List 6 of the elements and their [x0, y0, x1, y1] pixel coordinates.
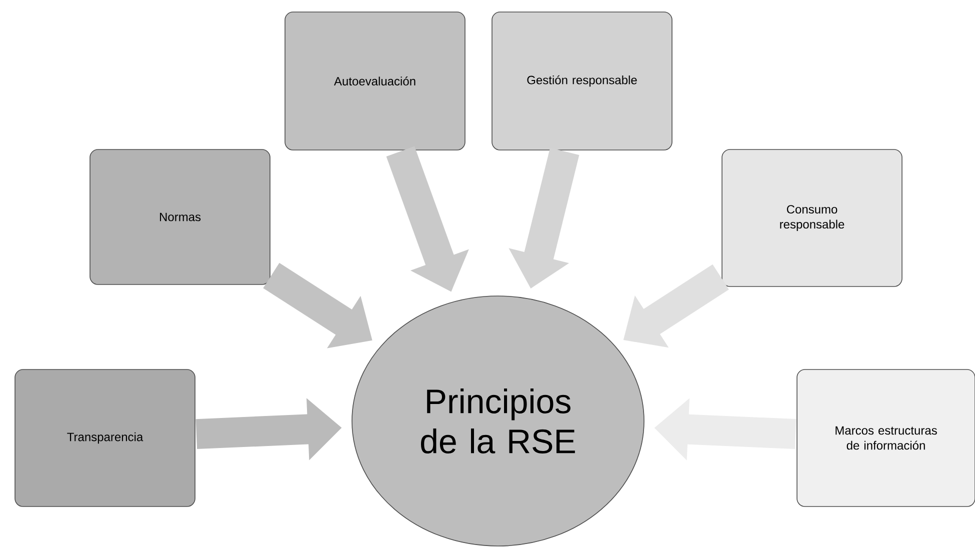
concept-box: Normas: [90, 149, 270, 285]
concept-box: Gestión responsable: [492, 12, 672, 150]
concept-box: Marcos estructuras de información: [796, 369, 975, 507]
concept-box: Consumo responsable: [722, 149, 902, 287]
concept-box: Transparencia: [14, 369, 196, 507]
concept-box: Autoevaluación: [284, 12, 466, 150]
